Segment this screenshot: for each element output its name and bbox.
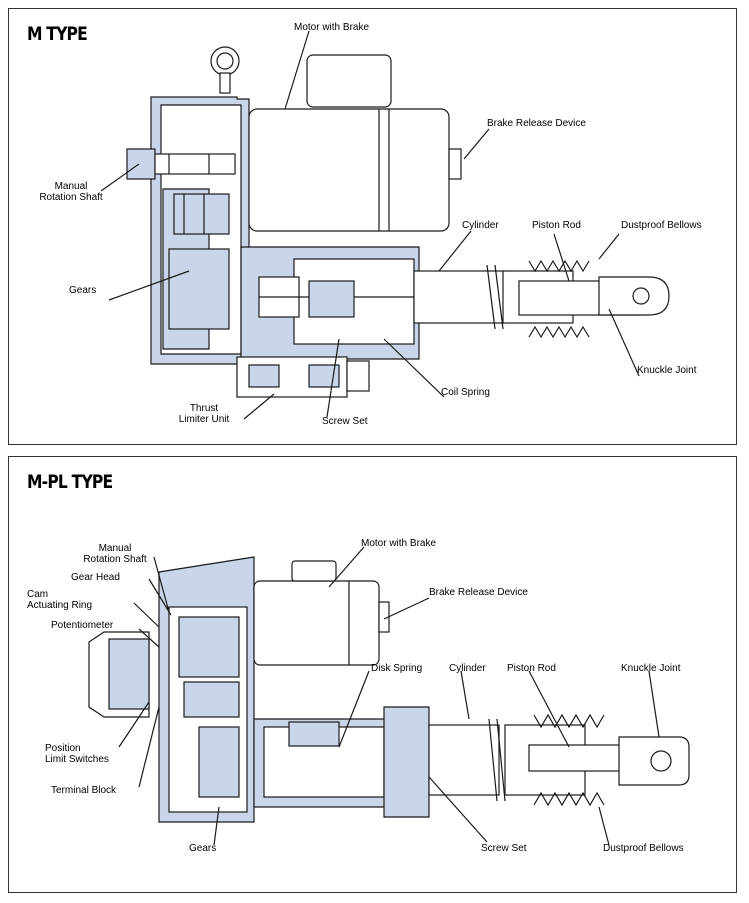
knuckle-joint bbox=[598, 276, 670, 316]
motor-body bbox=[253, 580, 380, 666]
label-cam-actuating-ring: Cam Actuating Ring bbox=[27, 589, 93, 611]
label-disk-spring: Disk Spring bbox=[371, 663, 423, 674]
label-brake-release-device: Brake Release Device bbox=[429, 587, 528, 598]
eye-bolt bbox=[210, 46, 240, 76]
label-position-limit-switches: Position Limit Switches bbox=[45, 743, 109, 765]
label-potentiometer: Potentiometer bbox=[51, 620, 114, 631]
label-manual-rotation-shaft: Manual Rotation Shaft bbox=[39, 181, 103, 203]
label-dustproof-bellows: Dustproof Bellows bbox=[621, 220, 702, 231]
label-screw-set: Screw Set bbox=[322, 416, 368, 427]
piston-rod bbox=[528, 744, 630, 772]
knuckle-joint bbox=[618, 736, 690, 786]
label-motor-with-brake: Motor with Brake bbox=[294, 22, 370, 33]
label-motor-with-brake: Motor with Brake bbox=[361, 538, 437, 549]
label-manual-rotation-shaft: Manual Rotation Shaft bbox=[83, 543, 147, 565]
gear-large bbox=[168, 248, 230, 330]
label-piston-rod: Piston Rod bbox=[532, 220, 581, 231]
motor-terminal-box bbox=[306, 54, 392, 108]
motor-body bbox=[248, 108, 450, 232]
label-gears: Gears bbox=[69, 285, 97, 296]
manual-shaft bbox=[126, 148, 156, 180]
cylinder-tube bbox=[428, 724, 500, 796]
label-thrust-limiter-unit: Thrust Limiter Unit bbox=[178, 403, 230, 425]
flange bbox=[383, 706, 430, 818]
label-piston-rod: Piston Rod bbox=[507, 663, 556, 674]
label-knuckle-joint: Knuckle Joint bbox=[621, 663, 681, 674]
label-knuckle-joint: Knuckle Joint bbox=[637, 365, 697, 376]
m-pl-type-drawing bbox=[88, 546, 690, 846]
motor-terminal-box bbox=[291, 560, 337, 582]
label-gear-head: Gear Head bbox=[71, 572, 120, 583]
bellows-top bbox=[533, 713, 605, 729]
bellows-bottom bbox=[533, 791, 605, 807]
label-cylinder: Cylinder bbox=[449, 663, 486, 674]
m-type-title: M TYPE bbox=[27, 23, 88, 45]
bellows-bottom bbox=[528, 325, 590, 339]
label-screw-set: Screw Set bbox=[481, 843, 527, 854]
m-pl-type-title: M-PL TYPE bbox=[27, 471, 113, 493]
label-brake-release-device: Brake Release Device bbox=[487, 118, 586, 129]
label-dustproof-bellows: Dustproof Bellows bbox=[603, 843, 684, 854]
m-type-panel: M TYPE bbox=[8, 8, 737, 445]
label-terminal-block: Terminal Block bbox=[51, 785, 117, 796]
brake-release bbox=[448, 148, 462, 180]
label-cylinder: Cylinder bbox=[462, 220, 499, 231]
bellows-top bbox=[528, 259, 590, 273]
m-pl-type-panel: M-PL TYPE bbox=[8, 456, 737, 893]
label-gears: Gears bbox=[189, 843, 217, 854]
label-coil-spring: Coil Spring bbox=[441, 387, 490, 398]
m-type-drawing bbox=[100, 30, 670, 420]
